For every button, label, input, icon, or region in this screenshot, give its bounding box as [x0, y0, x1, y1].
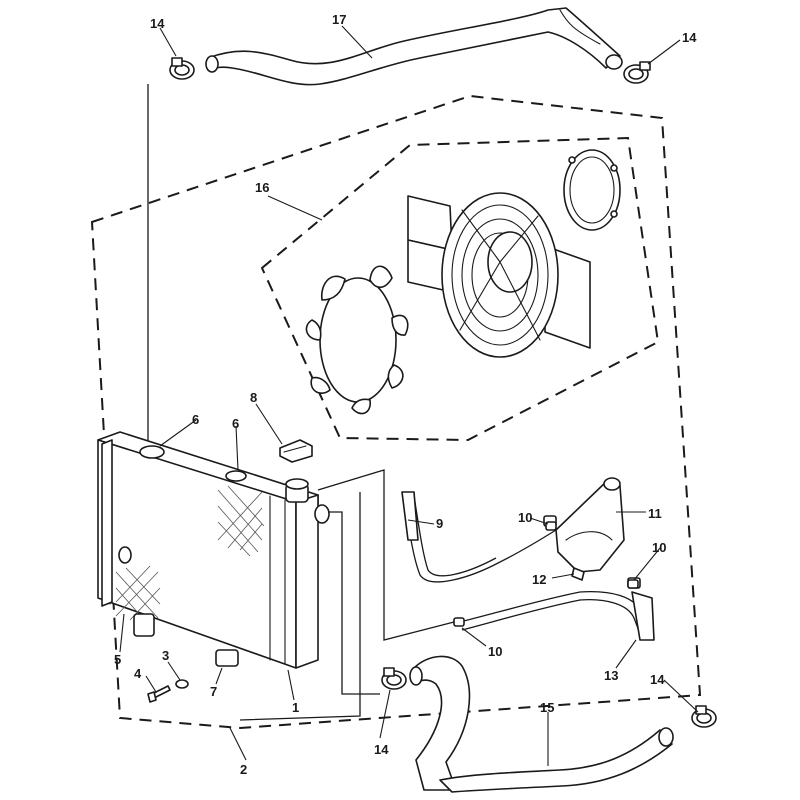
callout-6-right: 6: [232, 416, 239, 431]
bolt-4: [147, 685, 171, 703]
fan-motor-mount: [563, 149, 621, 231]
callout-16: 16: [255, 180, 269, 195]
hose-clamp-14-bottom-right: [691, 705, 717, 728]
radiator: [97, 431, 330, 669]
clip-10-c: [453, 617, 465, 627]
callout-4: 4: [134, 666, 142, 681]
radiator-cap-8: [279, 439, 313, 463]
clip-10-b: [627, 579, 639, 589]
leader-lines: [119, 25, 699, 766]
callout-1: 1: [292, 700, 299, 715]
callout-13: 13: [604, 668, 618, 683]
reservoir-hose-13: [459, 590, 655, 641]
callout-10-right: 10: [652, 540, 666, 555]
callout-7: 7: [210, 684, 217, 699]
callout-12: 12: [532, 572, 546, 587]
overflow-hose-9: [401, 491, 557, 583]
coolant-reservoir-11: [543, 477, 641, 589]
hose-clamp-14-top-right: [623, 61, 651, 84]
clip-10-a: [545, 521, 557, 531]
fan-shroud: [407, 192, 591, 358]
washer-3: [175, 679, 189, 689]
guide-line-reservoir: [239, 469, 455, 721]
callout-10-top: 10: [518, 510, 532, 525]
callout-2: 2: [240, 762, 247, 777]
callout-10-bottom: 10: [488, 644, 502, 659]
callout-14-top-left: 14: [150, 16, 165, 31]
assembly-outline-2: [90, 94, 702, 730]
guide-line-radiator-right: [328, 511, 380, 695]
fan-blade: [305, 265, 409, 415]
callout-11: 11: [648, 506, 662, 521]
callout-9: 9: [436, 516, 443, 531]
callout-8: 8: [250, 390, 257, 405]
callout-5: 5: [114, 652, 121, 667]
callout-labels: 14 17 14 16 6 6 8 9 10 11 10 12 10 13 14…: [114, 12, 697, 777]
callout-14-mid: 14: [374, 742, 389, 757]
hose-clamp-14-mid: [381, 667, 407, 690]
screw-12: [571, 567, 585, 581]
callout-3: 3: [162, 648, 169, 663]
callout-14-top-right: 14: [682, 30, 697, 45]
callout-14-bottom-right: 14: [650, 672, 665, 687]
hose-clamp-14-top-left: [169, 57, 195, 80]
callout-17: 17: [332, 12, 346, 27]
callout-15: 15: [540, 700, 554, 715]
upper-hose-17: [205, 7, 623, 86]
lower-hose-15: [409, 655, 674, 793]
callout-6-left: 6: [192, 412, 199, 427]
